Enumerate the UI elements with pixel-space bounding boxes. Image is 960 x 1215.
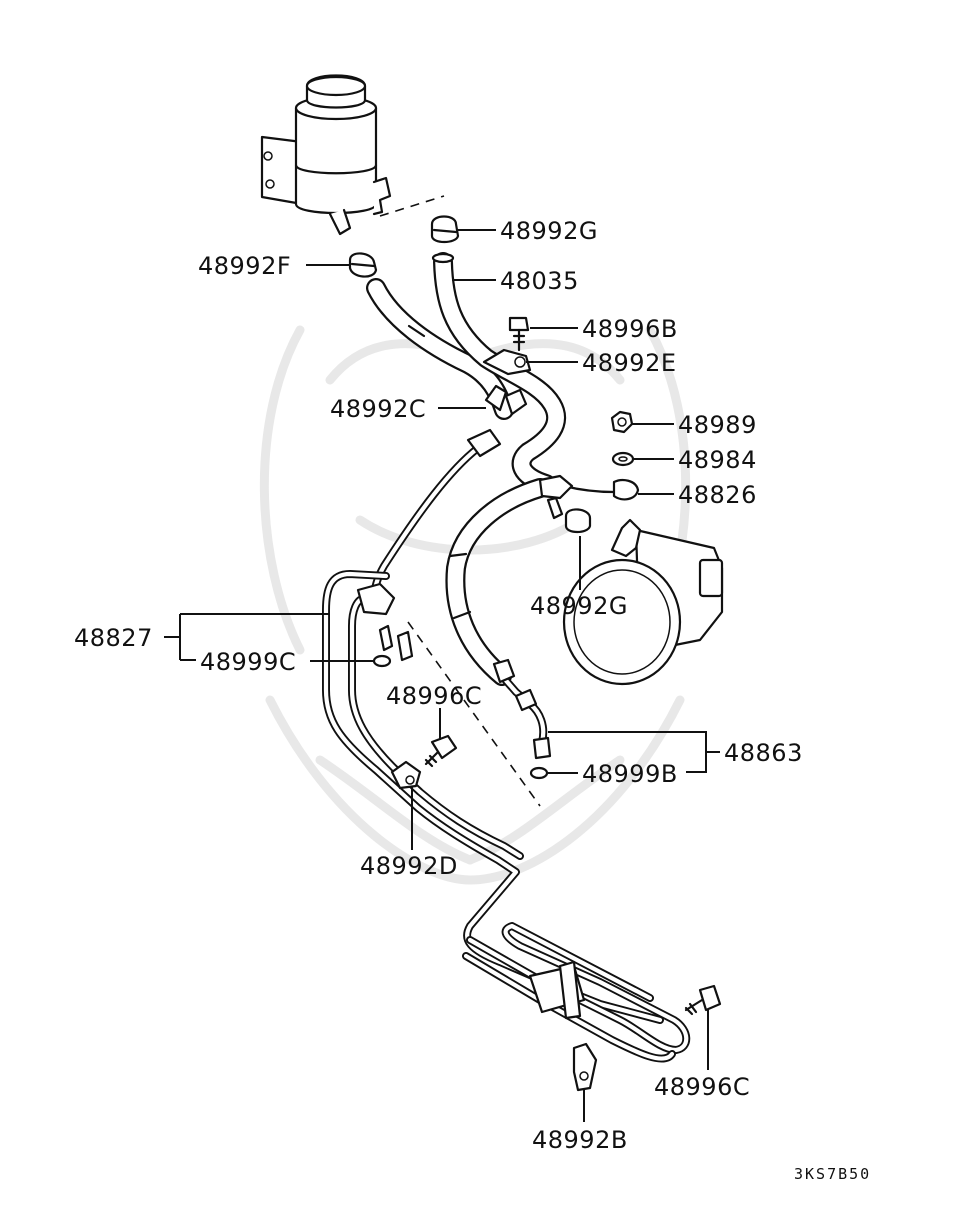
callout-48996b: 48996B — [582, 315, 678, 343]
pipe-assembly-48827 — [322, 570, 691, 1063]
callout-48992d: 48992D — [360, 852, 458, 880]
oil-reservoir — [294, 74, 392, 236]
clamp-48992g-top — [430, 215, 460, 244]
pipe-bracket-lower — [528, 960, 586, 1020]
washer-48984 — [611, 451, 635, 467]
callout-48992g-lower: 48992G — [530, 592, 628, 620]
callout-48992b: 48992B — [532, 1126, 628, 1154]
diagram-reference-code: 3KS7B50 — [794, 1165, 871, 1183]
leader-lines — [164, 229, 720, 1122]
callout-48992f: 48992F — [198, 252, 291, 280]
clamp-48992d — [390, 760, 422, 790]
pipe-union-joint — [356, 582, 414, 662]
clamp-48992f — [348, 252, 378, 278]
callout-48826: 48826 — [678, 481, 757, 509]
fitting-48826 — [538, 474, 640, 501]
washer-48999c — [372, 654, 392, 668]
callout-48984: 48984 — [678, 446, 757, 474]
assembly-dash-line — [407, 621, 541, 807]
clamp-48992c — [484, 384, 528, 416]
callout-48999c: 48999C — [200, 648, 296, 676]
callout-48827: 48827 — [74, 624, 153, 652]
callout-48992e: 48992E — [582, 349, 677, 377]
nut-48989 — [610, 410, 634, 434]
callout-48999b: 48999B — [582, 760, 678, 788]
return-line-48863 — [492, 658, 552, 760]
callout-48992c: 48992C — [330, 395, 426, 423]
clamp-48992b — [572, 1042, 598, 1092]
callout-48996c-middle: 48996C — [386, 682, 482, 710]
clamp-48992g-lower — [546, 496, 592, 534]
washer-48999b — [529, 766, 549, 780]
callout-48992g-top: 48992G — [500, 217, 598, 245]
suction-hose — [431, 252, 567, 494]
bolt-48996c-lower — [684, 984, 722, 1016]
callout-48989: 48989 — [678, 411, 757, 439]
power-steering-pump — [562, 518, 724, 686]
callout-48035: 48035 — [500, 267, 579, 295]
callout-48863: 48863 — [724, 739, 803, 767]
reservoir-to-pump-dash — [379, 195, 445, 217]
bolt-48996c-middle — [424, 734, 458, 768]
bolt-48996b — [508, 316, 530, 352]
callout-48996c-lower: 48996C — [654, 1073, 750, 1101]
pressure-hose — [445, 478, 550, 686]
